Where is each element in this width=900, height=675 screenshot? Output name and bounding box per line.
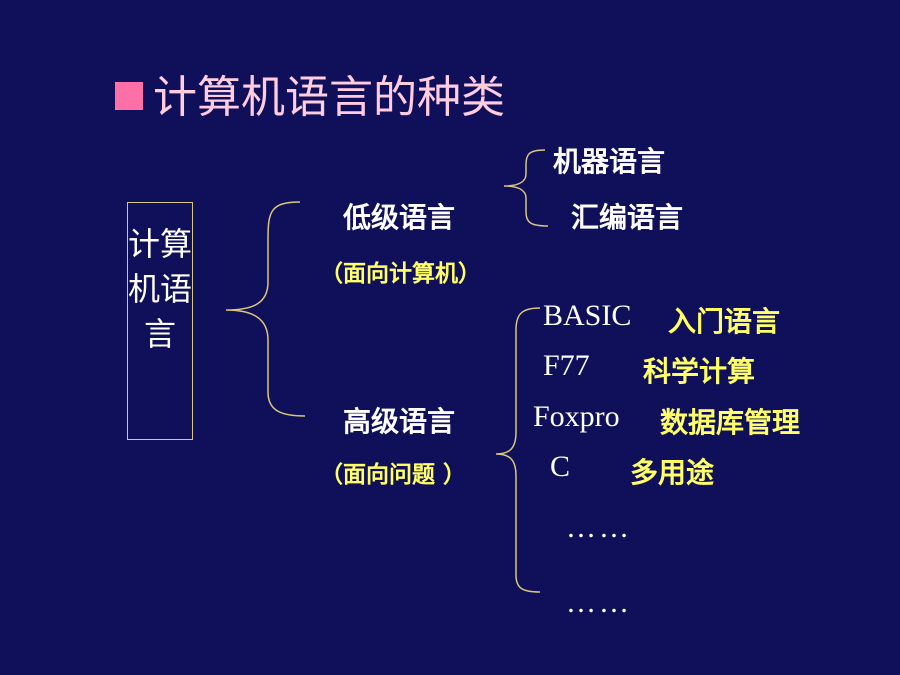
root-label: 计算机语言 xyxy=(127,225,192,353)
root-box xyxy=(127,202,193,440)
slide-title: 计算机语言的种类 xyxy=(115,70,505,126)
low-level-brace xyxy=(503,149,549,227)
root-brace xyxy=(225,201,306,417)
low-level-label: 低级语言 xyxy=(343,201,456,234)
language-name: BASIC xyxy=(543,299,632,332)
high-level-note: （面向问题 ） xyxy=(320,462,467,488)
low-level-note: （面向计算机） xyxy=(320,261,481,287)
low-level-item: 汇编语言 xyxy=(571,201,684,234)
ellipsis: …… xyxy=(566,511,632,544)
language-name: F77 xyxy=(543,349,590,382)
language-desc: 多用途 xyxy=(630,456,715,489)
square-bullet-icon xyxy=(115,82,143,110)
language-desc: 数据库管理 xyxy=(660,406,801,439)
language-name: Foxpro xyxy=(533,400,620,433)
high-level-label: 高级语言 xyxy=(343,405,456,438)
language-desc: 科学计算 xyxy=(643,355,756,388)
slide-title-text: 计算机语言的种类 xyxy=(153,72,505,123)
ellipsis: …… xyxy=(566,586,632,619)
language-desc: 入门语言 xyxy=(668,305,781,338)
language-name: C xyxy=(550,450,571,483)
low-level-item: 机器语言 xyxy=(553,145,666,178)
high-level-brace xyxy=(495,307,541,593)
